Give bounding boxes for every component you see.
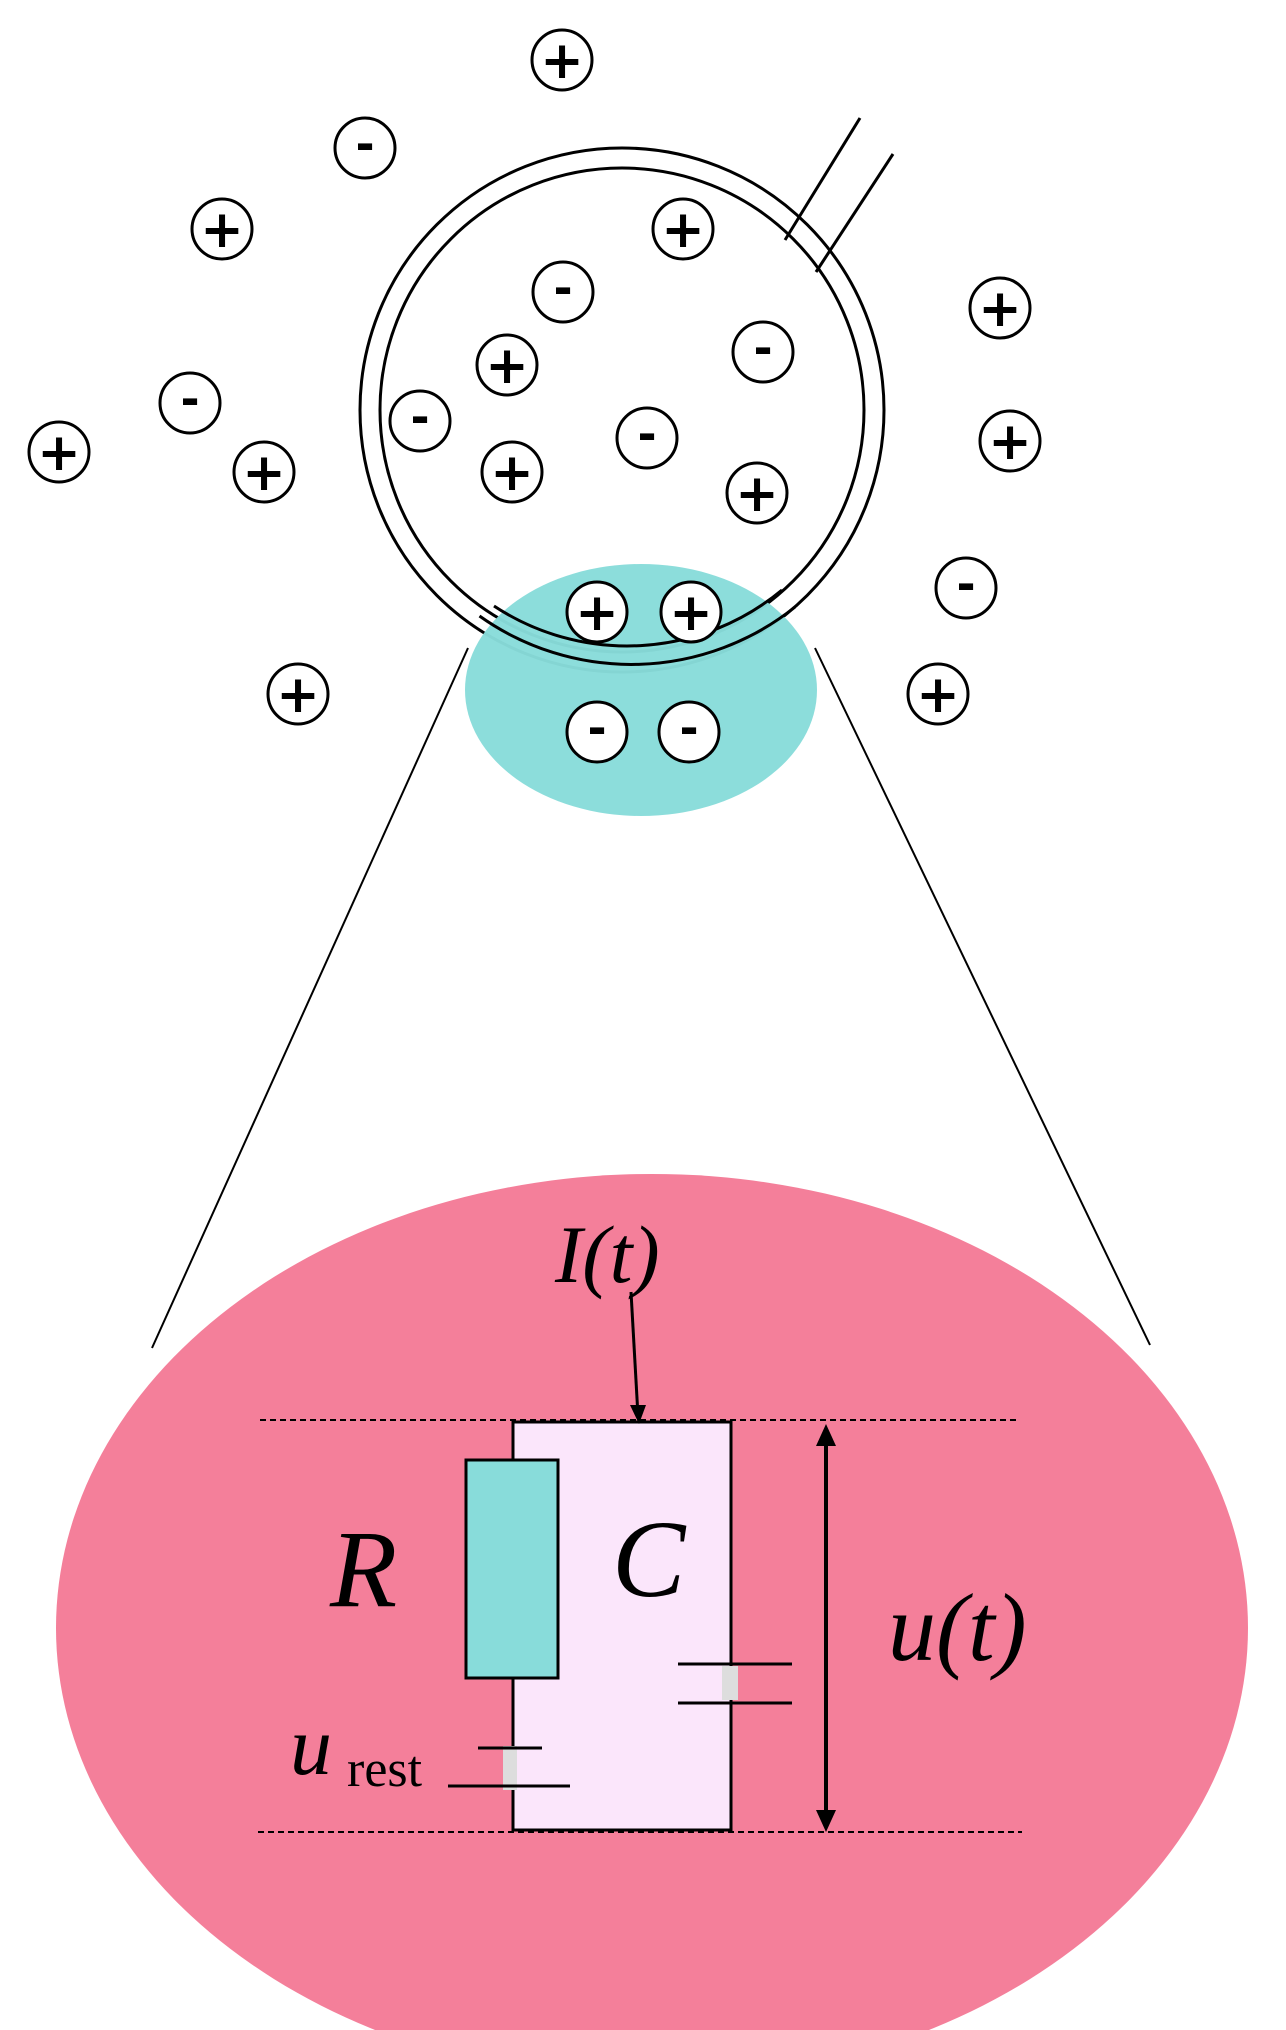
rest-potential-main: u [290, 1700, 332, 1793]
negative-ion: - [565, 700, 629, 764]
plus-sign: + [485, 336, 529, 396]
positive-ion: + [27, 420, 91, 484]
plus-sign: + [661, 200, 705, 260]
battery-gap [503, 1746, 517, 1790]
ion-circle [530, 28, 594, 92]
minus-sign: - [753, 321, 772, 375]
plus-sign: + [735, 464, 779, 524]
ion-circle [388, 389, 452, 453]
negative-ion: - [934, 556, 998, 620]
positive-ion: + [475, 333, 539, 397]
zoom-line-right [814, 647, 1151, 1346]
negative-ion: - [657, 700, 721, 764]
membrane-arc-over-zoom [478, 588, 796, 666]
ion-circle [968, 276, 1032, 340]
negative-ion: - [531, 260, 595, 324]
ion-circle [659, 580, 723, 644]
axon-line-upper [783, 117, 862, 241]
negative-ion: - [615, 406, 679, 470]
negative-ion: - [333, 116, 397, 180]
ion-circle [333, 116, 397, 180]
ion-circle [934, 556, 998, 620]
ion-circle [731, 320, 795, 384]
positive-ion: + [651, 197, 715, 261]
ion-circle [565, 580, 629, 644]
negative-ion: - [731, 320, 795, 384]
positive-ion: + [906, 662, 970, 726]
plus-sign: + [988, 412, 1032, 472]
ion-circle [531, 260, 595, 324]
minus-sign: - [355, 117, 374, 171]
ion-circle [725, 461, 789, 525]
capacitor-label: C [612, 1498, 687, 1620]
plus-sign: + [669, 583, 713, 643]
ion-circle [158, 371, 222, 435]
minus-sign: - [956, 557, 975, 611]
negative-ion: - [158, 371, 222, 435]
plus-sign: + [200, 200, 244, 260]
ion-circle [475, 333, 539, 397]
ion-circle [978, 409, 1042, 473]
resistor-label: R [329, 1508, 397, 1630]
minus-sign: - [410, 390, 429, 444]
voltage-label: u(t) [888, 1574, 1027, 1681]
plus-sign: + [916, 665, 960, 725]
minus-sign: - [637, 407, 656, 461]
minus-sign: - [587, 701, 606, 755]
minus-sign: - [679, 701, 698, 755]
ion-circle [27, 420, 91, 484]
plus-sign: + [575, 583, 619, 643]
plus-sign: + [490, 443, 534, 503]
membrane-zoom-region [465, 564, 817, 816]
resistor [464, 1458, 560, 1680]
current-label: I(t) [554, 1209, 660, 1300]
voltage-arrow [816, 1424, 836, 1832]
rest-battery [448, 1746, 570, 1790]
plus-sign: + [242, 443, 286, 503]
zoom-line-left [151, 647, 469, 1349]
rest-potential-sub: rest [347, 1741, 423, 1798]
ion-circle [232, 440, 296, 504]
ion-circle [266, 662, 330, 726]
ion-circle [480, 440, 544, 504]
negative-ion: - [388, 389, 452, 453]
ions-layer: +-++-+-+---+++++-++++-- [27, 28, 1042, 764]
ion-circle [190, 197, 254, 261]
positive-ion: + [232, 440, 296, 504]
positive-ion: + [530, 28, 594, 92]
capacitor-gap [722, 1666, 738, 1700]
rest-potential-label: u rest [290, 1700, 423, 1798]
ion-circle [615, 406, 679, 470]
plus-sign: + [540, 31, 584, 91]
current-arrow [629, 1291, 646, 1424]
capacitor-plates [678, 1662, 792, 1705]
ion-circle [565, 700, 629, 764]
positive-ion: + [480, 440, 544, 504]
ion-circle [657, 700, 721, 764]
plus-sign: + [978, 279, 1022, 339]
axon-line-lower [814, 153, 895, 273]
positive-ion: + [266, 662, 330, 726]
positive-ion: + [725, 461, 789, 525]
positive-ion: + [659, 580, 723, 644]
positive-ion: + [968, 276, 1032, 340]
ion-circle [906, 662, 970, 726]
plus-sign: + [37, 423, 81, 483]
plus-sign: + [276, 665, 320, 725]
minus-sign: - [180, 372, 199, 426]
positive-ion: + [565, 580, 629, 644]
positive-ion: + [978, 409, 1042, 473]
ion-circle [651, 197, 715, 261]
positive-ion: + [190, 197, 254, 261]
minus-sign: - [553, 261, 572, 315]
